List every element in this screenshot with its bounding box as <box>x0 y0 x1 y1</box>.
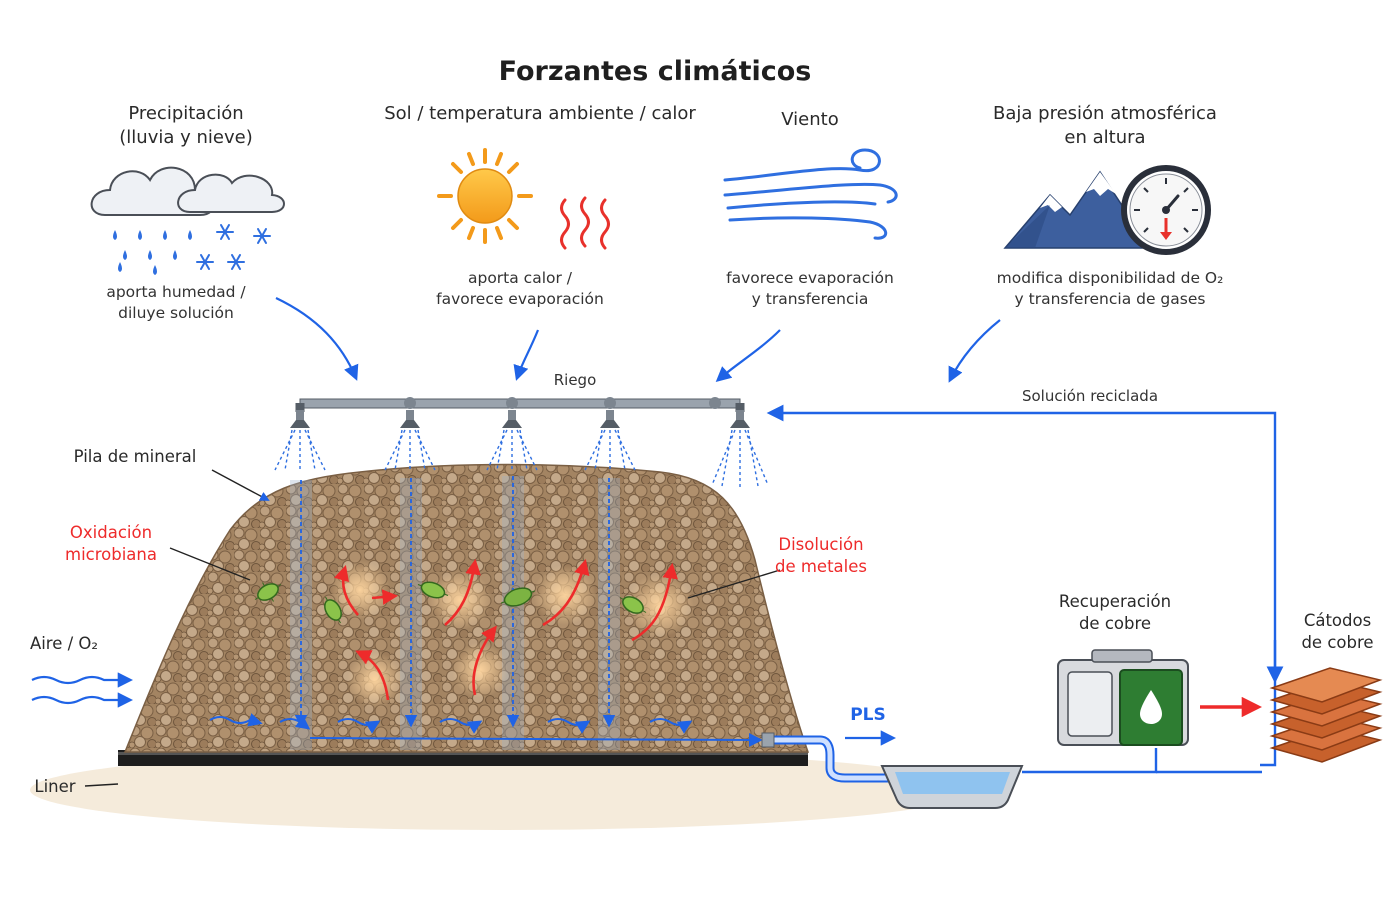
riego-label: Riego <box>553 371 597 389</box>
riego-pipe <box>295 398 745 412</box>
copper-recovery-unit <box>1057 649 1189 746</box>
recovery-label: Recuperación de cobre <box>1058 592 1172 634</box>
cathodes-label: Cátodos de cobre <box>1301 611 1374 653</box>
rain-cloud-icon <box>90 166 285 275</box>
sprinkler-icon <box>290 397 750 428</box>
sun-desc: aporta calor / favorece evaporación <box>436 269 604 308</box>
dissolution-label: Disolución de metales <box>774 535 867 577</box>
ground-shadow <box>30 750 970 830</box>
pressure-gauge-icon <box>1121 165 1211 255</box>
water-drop-icon <box>1140 690 1162 724</box>
heat-waves-icon <box>560 196 610 250</box>
precip-desc: aporta humedad / diluye solución <box>106 283 246 322</box>
sun-arrow <box>513 329 540 381</box>
sun-icon <box>437 148 533 244</box>
mountain-icon <box>1003 170 1152 249</box>
wind-icon <box>723 148 898 240</box>
heap-label: Pila de mineral <box>73 447 197 466</box>
sun-title: Sol / temperatura ambiente / calor <box>384 103 696 124</box>
recycled-solution-label: Solución reciclada <box>1021 387 1159 405</box>
air-label: Aire / O₂ <box>29 634 99 653</box>
wind-desc: favorece evaporación y transferencia <box>726 269 894 308</box>
precip-title: Precipitación (lluvia y nieve) <box>119 103 253 149</box>
liner-label: Liner <box>34 777 76 796</box>
pressure-arrow <box>948 319 1001 383</box>
precip-arrow <box>275 297 359 381</box>
pressure-desc: modifica disponibilidad de O₂ y transfer… <box>996 269 1224 308</box>
recycled-solution-line <box>766 404 1277 767</box>
bacteria-icon <box>254 581 647 624</box>
air-arrows <box>31 672 134 708</box>
pls-pipe <box>761 732 890 783</box>
wind-title: Viento <box>781 109 839 130</box>
snowflake-icon <box>196 224 271 270</box>
pls-label: PLS <box>850 705 886 725</box>
diagram-title: Forzantes climáticos <box>498 56 812 87</box>
pls-pond <box>880 765 1024 809</box>
oxidation-label: Oxidación microbiana <box>65 523 157 565</box>
pressure-title: Baja presión atmosférica en altura <box>993 103 1217 149</box>
copper-cathodes <box>1269 667 1383 763</box>
wind-arrow <box>715 329 781 383</box>
